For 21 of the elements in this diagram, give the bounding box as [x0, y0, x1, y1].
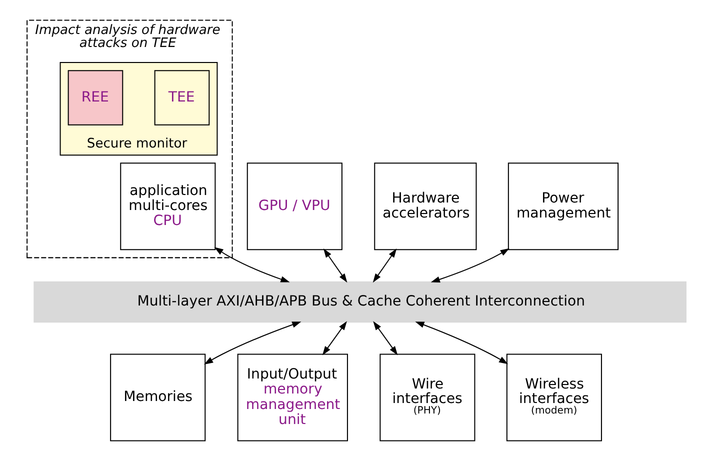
arrow	[323, 248, 348, 283]
node-box: TEE	[154, 70, 210, 126]
node-box: Multi-layer AXI/AHB/APB Bus & Cache Coherent Interconnection	[34, 281, 686, 323]
node-box: Hardware accelerators	[374, 162, 477, 250]
arrow	[322, 321, 347, 356]
node-box: GPU / VPU	[246, 162, 342, 250]
arrow	[214, 247, 290, 282]
arrow	[373, 321, 398, 356]
arrow	[415, 322, 508, 364]
node-box: application multi-cores CPU	[120, 162, 216, 250]
node-box: Memories	[110, 354, 206, 442]
node-box: REE	[68, 70, 124, 126]
node-box: Power management	[508, 162, 619, 250]
node-label: Impact analysis of hardware attacks on TEE	[35, 22, 220, 51]
arrow	[204, 322, 302, 364]
arrow	[372, 248, 397, 283]
node-box: Wireless interfaces (modem)	[506, 354, 602, 442]
node-box: Wire interfaces (PHY)	[380, 354, 476, 442]
cluster	[26, 20, 233, 258]
node-box: Input/Output memory management unit	[237, 354, 348, 442]
arrow	[430, 248, 510, 282]
